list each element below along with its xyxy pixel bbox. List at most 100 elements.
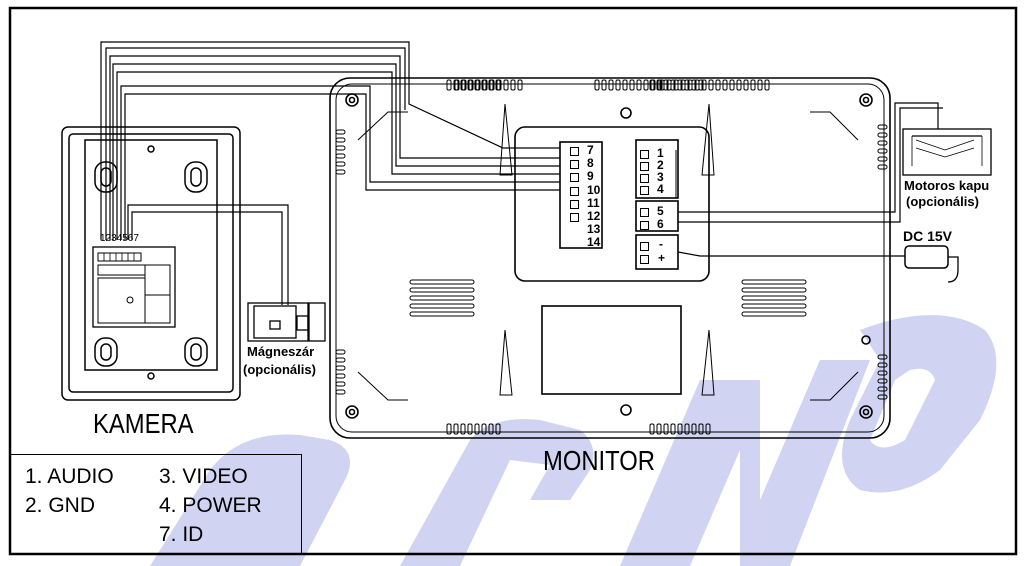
vent-slot [877,124,888,130]
vent-slot [741,279,807,285]
monitor-title: MONITOR [543,445,655,476]
vent-slot [877,394,888,400]
vent-slot [594,79,600,91]
vent-slot [663,423,669,435]
vent-slot [722,79,728,91]
vent-slot [877,386,888,392]
vent-slot [615,79,621,91]
terminal-screw [570,199,579,209]
terminal-number: 11 [587,195,600,210]
terminal-screw [570,160,579,170]
vent-slot [877,140,888,146]
vent-slot [643,79,649,91]
vent-slot [335,129,346,135]
camera-wires [100,41,943,305]
vent-slot [687,79,693,91]
vent-slot [481,423,487,435]
vent-slot [460,423,466,435]
terminal-screw [640,150,649,159]
vent-slot [741,311,807,317]
vent-slot [335,145,346,151]
terminal-number: 4 [657,182,664,196]
vent-slot [694,79,700,91]
vent-slot [608,79,614,91]
legend-item: 1. AUDIO [25,465,114,488]
vent-slot [496,79,502,91]
vent-slot [335,357,346,363]
legend-item: 7. ID [159,523,204,546]
terminal-number: 8 [587,156,594,171]
vent-slot [659,79,665,91]
terminal-screw [640,221,649,230]
vent-slot [601,79,607,91]
vent-slot [701,79,707,91]
vent-slot [673,79,679,91]
vent-slot [503,79,509,91]
vent-slot [656,423,662,435]
vent-slot [877,156,888,162]
vent-slot [335,153,346,159]
mount-bracket [499,103,513,176]
mount-bracket [810,371,859,401]
vent-slot [517,79,523,91]
vent-slot [741,295,807,301]
terminal-number: 1 [657,146,664,160]
vent-slot [877,362,888,368]
outer-frame [8,6,1018,556]
mount-bracket [357,371,408,401]
vent-slot [649,423,655,435]
vent-slot [741,303,807,309]
legend-item: 4. POWER [159,494,262,517]
terminal-number: 13 [587,222,601,237]
mount-bracket [701,329,715,396]
vent-slot [764,79,770,91]
vent-slot [743,79,749,91]
dc-voltage-label: DC 15V [903,228,953,244]
camera-pin-numbers: 1234567 [100,233,139,244]
dc-adapter [904,245,959,283]
terminal-number: 6 [657,217,664,231]
vent-slot [666,79,672,91]
legend-item: 2. GND [25,494,96,517]
vent-slot [489,79,495,91]
terminal-number: 12 [587,209,601,223]
terminal-plus: + [658,251,666,265]
terminal-screw [640,162,649,171]
terminal-number: 2 [657,158,664,172]
mount-bracket [701,103,715,176]
vent-slot [409,295,475,301]
terminal-screw [640,255,649,264]
vent-slot [877,370,888,376]
vent-slot [729,79,735,91]
pin-legend: 1. AUDIO 2. GND 3. VIDEO 4. POWER 7. ID [11,454,302,554]
mount-bracket [810,111,859,141]
monitor-vents [335,79,888,435]
watermark-logo [150,315,997,566]
vent-slot [474,423,480,435]
vent-slot [335,161,346,167]
vent-slot [409,287,475,293]
camera-title: KAMERA [93,408,194,439]
vent-slot [877,378,888,384]
vent-slot [453,423,459,435]
vent-slot [510,79,516,91]
vent-slot [622,79,628,91]
terminal-screw [570,173,579,183]
vent-slot [335,169,346,175]
vent-slot [335,381,346,387]
terminal-number: 3 [657,170,664,184]
vent-slot [691,423,697,435]
terminal-screw [570,186,579,196]
vent-slot [750,79,756,91]
vent-slot [467,423,473,435]
lock-label: Mágneszár [247,344,315,359]
terminal-screw [640,186,649,195]
vent-slot [446,79,452,91]
vent-slot [708,79,714,91]
vent-slot [335,389,346,395]
vent-slot [670,423,676,435]
camera-unit [61,126,241,401]
vent-slot [335,373,346,379]
gate-optional-label: (opcionális) [906,194,979,209]
